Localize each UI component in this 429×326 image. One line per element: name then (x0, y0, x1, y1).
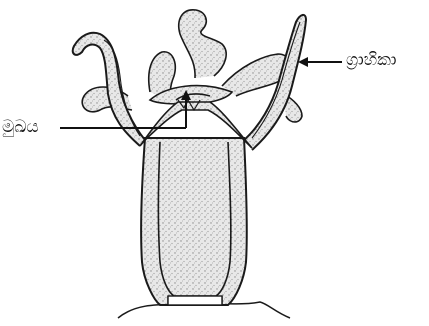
mouth-label: මුඛය (2, 119, 39, 136)
back-tentacle-top (179, 10, 226, 78)
tentacle-label: ග්‍රාහිකා (346, 52, 397, 69)
basal-disc (168, 296, 222, 305)
front-tentacle-left (73, 33, 145, 146)
